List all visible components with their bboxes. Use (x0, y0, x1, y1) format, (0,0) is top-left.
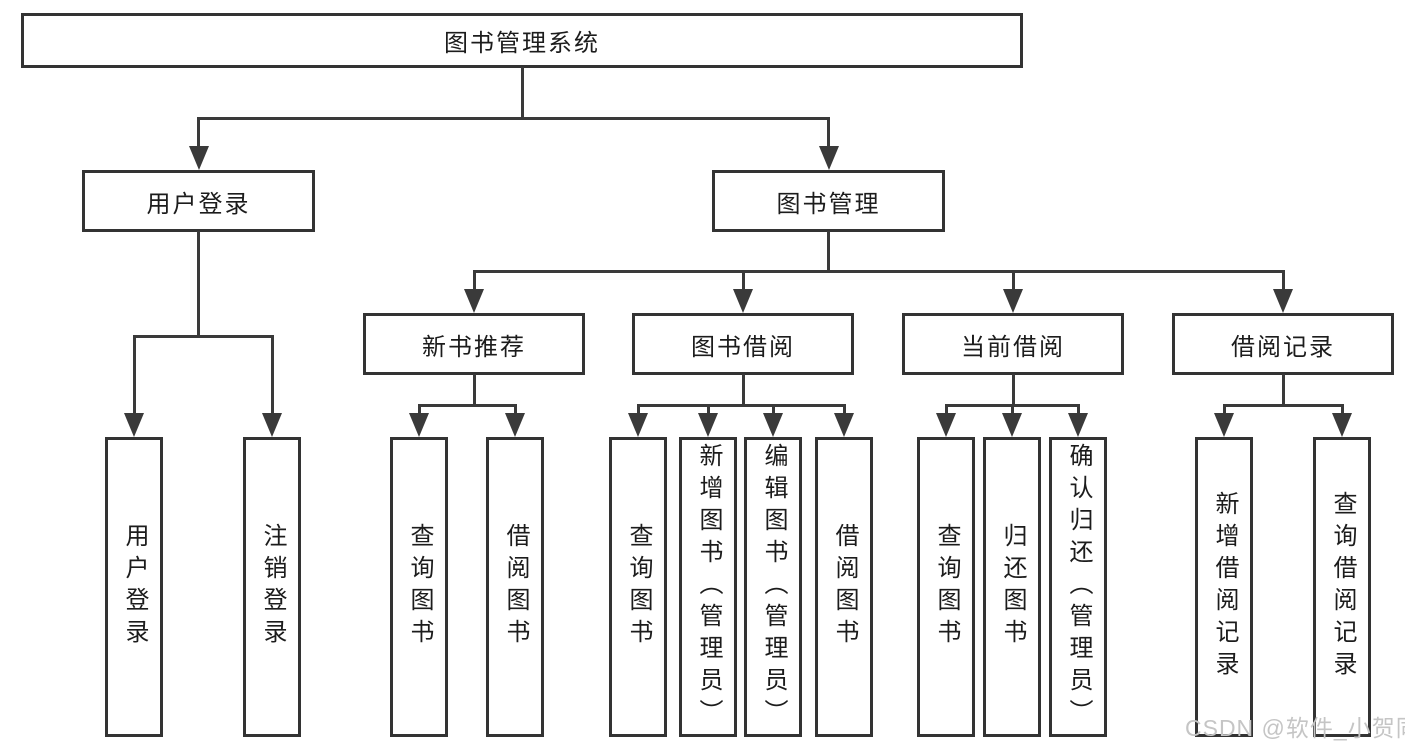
connector-bar-user-login (132, 335, 274, 338)
arrow-down-icon-book-borrow (733, 289, 753, 313)
watermark-text: CSDN @软件_小贺同学 (1185, 715, 1405, 741)
connector-stem-book-mgmt (827, 117, 830, 148)
connector-stem-leaf-nb-query (417, 404, 421, 415)
node-book-mgmt: 图书管理 (712, 170, 945, 232)
node-label-leaf-bb-edit: 编辑图书（管理员） (760, 443, 787, 731)
node-label-leaf-bb-borrow: 借阅图书 (831, 523, 858, 651)
node-label-leaf-user-login: 用户登录 (121, 523, 148, 651)
node-label-leaf-nb-query: 查询图书 (406, 523, 433, 651)
connector-stem-leaf-br-add (1222, 404, 1226, 415)
node-label-leaf-bb-add: 新增图书（管理员） (695, 443, 722, 731)
connector-stem-leaf-bb-borrow (842, 404, 846, 415)
node-current-borrow: 当前借阅 (902, 313, 1124, 375)
node-leaf-bb-edit: 编辑图书（管理员） (744, 437, 802, 737)
node-leaf-bb-query: 查询图书 (609, 437, 667, 737)
node-leaf-nb-borrow: 借阅图书 (486, 437, 544, 737)
connector-stub-borrow-records (1281, 374, 1285, 407)
node-label-leaf-br-add: 新增借阅记录 (1211, 491, 1238, 683)
node-label-leaf-cb-return: 归还图书 (999, 523, 1026, 651)
node-leaf-cb-query: 查询图书 (917, 437, 975, 737)
arrow-down-icon-user-login (188, 146, 209, 170)
arrow-down-icon-leaf-bb-edit (763, 413, 783, 437)
node-leaf-br-add: 新增借阅记录 (1195, 437, 1253, 737)
arrow-down-icon-leaf-cb-query (936, 413, 956, 437)
arrow-down-icon-current-borrow (1003, 289, 1023, 313)
arrow-down-icon-leaf-bb-query (628, 413, 648, 437)
connector-stub-new-book-rec (472, 374, 476, 407)
arrow-down-icon-leaf-br-query (1332, 413, 1352, 437)
connector-stem-new-book-rec (472, 270, 476, 291)
connector-stem-book-borrow (741, 270, 745, 291)
connector-stem-leaf-cb-query (944, 404, 948, 415)
node-leaf-bb-add: 新增图书（管理员） (679, 437, 737, 737)
arrow-down-icon-leaf-cb-return (1002, 413, 1022, 437)
node-label-root: 图书管理系统 (444, 30, 600, 57)
node-user-login: 用户登录 (82, 170, 315, 232)
connector-stem-leaf-nb-borrow (513, 404, 517, 415)
arrow-down-icon-new-book-rec (464, 289, 484, 313)
node-label-book-borrow: 图书借阅 (691, 333, 795, 361)
node-label-leaf-br-query: 查询借阅记录 (1329, 491, 1356, 683)
arrow-down-icon-leaf-user-login (124, 413, 144, 437)
node-label-book-mgmt: 图书管理 (776, 190, 881, 218)
node-leaf-user-login: 用户登录 (105, 437, 163, 737)
connector-stem-leaf-br-query (1340, 404, 1344, 415)
node-leaf-cb-return: 归还图书 (983, 437, 1041, 737)
node-borrow-records: 借阅记录 (1172, 313, 1394, 375)
connector-stem-leaf-bb-edit (771, 404, 775, 415)
connector-bar-book-mgmt (472, 270, 1285, 273)
node-leaf-br-query: 查询借阅记录 (1313, 437, 1371, 737)
connector-stem-current-borrow (1011, 270, 1015, 291)
node-label-leaf-nb-borrow: 借阅图书 (502, 523, 529, 651)
connector-stub-book-mgmt (827, 231, 830, 273)
connector-stem-leaf-cb-return (1010, 404, 1014, 415)
node-label-leaf-bb-query: 查询图书 (625, 523, 652, 651)
node-leaf-logout: 注销登录 (243, 437, 301, 737)
node-leaf-bb-borrow: 借阅图书 (815, 437, 873, 737)
connector-stem-leaf-logout (270, 335, 274, 415)
connector-stem-leaf-user-login (132, 335, 136, 415)
node-leaf-nb-query: 查询图书 (390, 437, 448, 737)
connector-stem-user-login (197, 117, 200, 148)
connector-stub-user-login (197, 231, 200, 338)
connector-bar-book-borrow (636, 404, 846, 407)
node-label-new-book-rec: 新书推荐 (422, 333, 526, 361)
connector-bar-new-book-rec (417, 404, 517, 407)
arrow-down-icon-leaf-br-add (1214, 413, 1234, 437)
node-book-borrow: 图书借阅 (632, 313, 854, 375)
arrow-down-icon-book-mgmt (818, 146, 839, 170)
connector-stem-leaf-bb-add (706, 404, 710, 415)
connector-stub-root (520, 67, 524, 120)
connector-stem-leaf-bb-query (636, 404, 640, 415)
arrow-down-icon-leaf-bb-add (698, 413, 718, 437)
connector-stub-book-borrow (741, 374, 745, 407)
node-leaf-cb-confirm: 确认归还（管理员） (1049, 437, 1107, 737)
connector-bar-borrow-records (1222, 404, 1344, 407)
node-label-leaf-cb-confirm: 确认归还（管理员） (1065, 443, 1092, 731)
connector-stem-leaf-cb-confirm (1076, 404, 1080, 415)
connector-stem-borrow-records (1281, 270, 1285, 291)
node-label-leaf-logout: 注销登录 (259, 523, 286, 651)
connector-bar-root (197, 117, 830, 120)
node-new-book-rec: 新书推荐 (363, 313, 585, 375)
node-root: 图书管理系统 (21, 13, 1023, 68)
node-label-leaf-cb-query: 查询图书 (933, 523, 960, 651)
arrow-down-icon-leaf-nb-query (409, 413, 429, 437)
arrow-down-icon-borrow-records (1273, 289, 1293, 313)
node-label-current-borrow: 当前借阅 (961, 333, 1065, 361)
node-label-borrow-records: 借阅记录 (1231, 333, 1335, 361)
arrow-down-icon-leaf-cb-confirm (1068, 413, 1088, 437)
connector-stub-current-borrow (1011, 374, 1015, 407)
arrow-down-icon-leaf-nb-borrow (505, 413, 525, 437)
arrow-down-icon-leaf-logout (262, 413, 282, 437)
node-label-user-login: 用户登录 (146, 190, 251, 218)
arrow-down-icon-leaf-bb-borrow (834, 413, 854, 437)
